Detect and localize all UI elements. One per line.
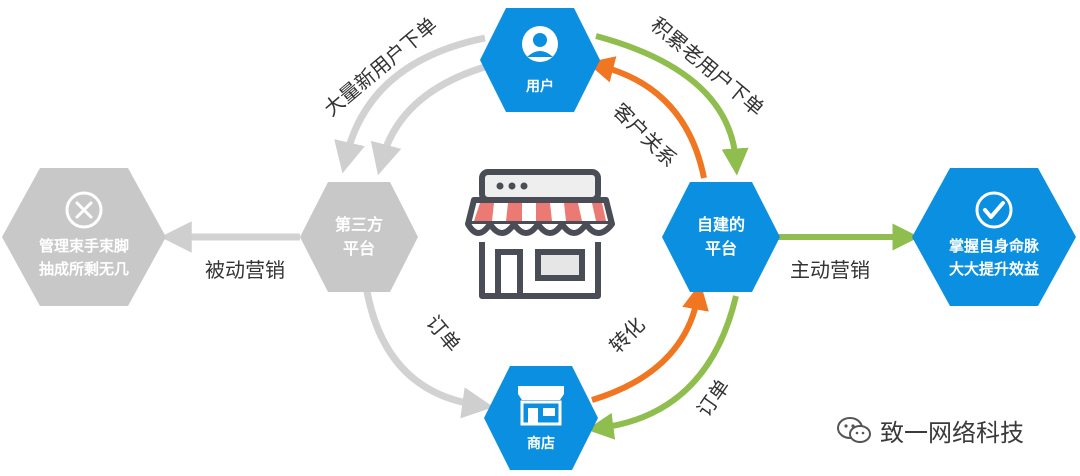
node-third-platform-line1: 第三方 (335, 215, 383, 234)
check-icon (975, 191, 1013, 229)
node-self-platform: 自建的 平台 (662, 182, 780, 292)
node-grow-line1: 掌握自身命脉 (949, 237, 1040, 255)
node-store: 商店 (484, 366, 598, 470)
node-user: 用户 (480, 8, 600, 112)
node-grow: 掌握自身命脉 大大提升效益 (912, 168, 1076, 306)
node-fail-line2: 抽成所剩无几 (39, 260, 129, 278)
close-icon (65, 191, 103, 229)
node-store-label: 商店 (527, 435, 555, 452)
store-icon-small (518, 386, 564, 426)
user-icon (522, 26, 558, 62)
edge-label-passive: 被动营销 (205, 258, 285, 282)
edge-old-users (595, 33, 749, 176)
edge-customer-relation (586, 56, 707, 179)
edge-new-users-outer (334, 34, 486, 174)
node-fail: 管理束手束脚 抽成所剩无几 (2, 168, 166, 306)
watermark-text: 致一网络科技 (880, 418, 1024, 447)
edge-order-right (586, 295, 739, 440)
edge-label-order-right: 订单 (692, 375, 735, 422)
node-self-platform-line1: 自建的 (697, 215, 745, 234)
watermark: 致一网络科技 (836, 412, 1024, 448)
edge-order-left (362, 285, 494, 419)
node-grow-line2: 大大提升效益 (949, 260, 1039, 278)
node-fail-line1: 管理束手束脚 (39, 237, 129, 255)
edge-conversion (591, 282, 709, 403)
edge-label-order-left: 订单 (421, 310, 465, 356)
wechat-icon (837, 417, 871, 443)
edge-label-active: 主动营销 (790, 258, 870, 282)
edge-new-users-inner (370, 62, 489, 176)
edge-label-conversion: 转化 (604, 312, 649, 357)
store-illustration (465, 169, 615, 299)
node-third-platform-line2: 平台 (343, 239, 375, 258)
node-third-platform: 第三方 平台 (300, 182, 418, 292)
edge-label-new-users: 大量新用户下单 (319, 12, 442, 120)
node-user-label: 用户 (526, 78, 554, 95)
node-self-platform-line2: 平台 (705, 239, 737, 258)
